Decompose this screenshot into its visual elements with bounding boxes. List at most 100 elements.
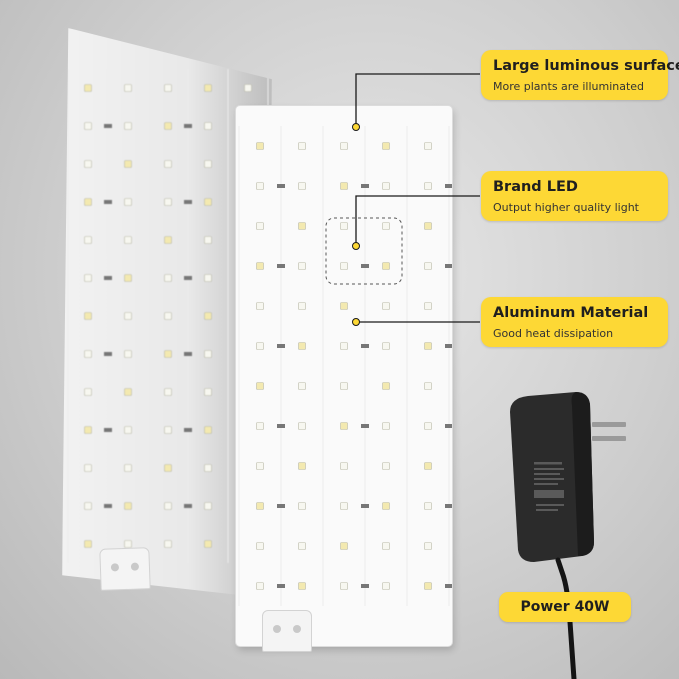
led-chip <box>424 142 432 150</box>
led-chip <box>204 274 212 282</box>
resistor-chip <box>277 584 285 588</box>
led-chip <box>424 502 432 510</box>
resistor-chip <box>445 344 452 348</box>
led-chip <box>164 540 172 548</box>
led-chip <box>244 84 252 92</box>
led-chip <box>84 502 92 510</box>
led-chip <box>204 426 212 434</box>
led-chip <box>204 540 212 548</box>
led-chip <box>164 84 172 92</box>
led-chip <box>84 426 92 434</box>
led-chip <box>298 502 306 510</box>
led-chip <box>340 222 348 230</box>
led-chip <box>256 262 264 270</box>
led-chip <box>84 122 92 130</box>
led-chip <box>298 422 306 430</box>
led-chip <box>256 342 264 350</box>
led-chip <box>382 262 390 270</box>
led-chip <box>164 160 172 168</box>
led-chip <box>84 350 92 358</box>
led-chip <box>204 198 212 206</box>
led-chip <box>298 142 306 150</box>
led-chip <box>424 462 432 470</box>
led-chip <box>164 122 172 130</box>
led-chip <box>298 542 306 550</box>
led-chip <box>84 540 92 548</box>
led-chip <box>382 142 390 150</box>
resistor-chip <box>184 276 192 280</box>
led-chip <box>256 182 264 190</box>
led-chip <box>84 236 92 244</box>
led-chip <box>382 462 390 470</box>
led-chip <box>298 462 306 470</box>
resistor-chip <box>361 344 369 348</box>
resistor-chip <box>104 200 112 204</box>
resistor-chip <box>184 352 192 356</box>
resistor-chip <box>445 184 452 188</box>
led-chip <box>256 582 264 590</box>
callout-aluminum-title: Aluminum Material <box>493 305 649 321</box>
resistor-chip <box>361 424 369 428</box>
led-chip <box>424 382 432 390</box>
resistor-chip <box>104 276 112 280</box>
led-chip <box>204 84 212 92</box>
led-chip <box>382 182 390 190</box>
resistor-chip <box>184 428 192 432</box>
led-chip <box>382 422 390 430</box>
led-chip <box>424 542 432 550</box>
resistor-chip <box>184 200 192 204</box>
led-chip <box>124 312 132 320</box>
callout-aluminum-subtitle: Good heat dissipation <box>493 327 614 340</box>
led-chip <box>124 122 132 130</box>
led-chip <box>382 542 390 550</box>
led-chip <box>256 222 264 230</box>
led-chip <box>164 426 172 434</box>
led-chip <box>84 464 92 472</box>
led-chip <box>204 312 212 320</box>
led-chip <box>298 302 306 310</box>
leader-surface <box>355 73 480 127</box>
callout-surface-title: Large luminous surface <box>493 58 679 74</box>
led-chip <box>340 262 348 270</box>
led-chip <box>298 182 306 190</box>
resistor-chip <box>445 584 452 588</box>
led-chip <box>256 142 264 150</box>
led-chip <box>84 312 92 320</box>
led-chip <box>340 582 348 590</box>
resistor-chip <box>277 264 285 268</box>
resistor-chip <box>184 124 192 128</box>
led-chip <box>164 502 172 510</box>
led-chip <box>298 342 306 350</box>
led-chip <box>424 342 432 350</box>
led-chip <box>84 388 92 396</box>
led-chip <box>164 312 172 320</box>
led-chip <box>204 122 212 130</box>
adapter-prong-top <box>592 422 626 427</box>
led-chip <box>164 464 172 472</box>
adapter-label <box>534 462 564 511</box>
resistor-chip <box>361 504 369 508</box>
front-mounting-tab <box>262 610 312 652</box>
power-adapter <box>510 392 626 679</box>
led-chip <box>382 582 390 590</box>
led-chip <box>256 502 264 510</box>
led-chip <box>340 142 348 150</box>
led-chip <box>340 462 348 470</box>
led-chip <box>256 462 264 470</box>
led-chip <box>298 382 306 390</box>
led-chip <box>124 388 132 396</box>
led-chip <box>424 222 432 230</box>
led-chip <box>124 84 132 92</box>
led-chip <box>340 302 348 310</box>
led-chip <box>340 422 348 430</box>
led-chip <box>256 422 264 430</box>
resistor-chip <box>104 124 112 128</box>
resistor-chip <box>361 184 369 188</box>
callout-led: Brand LED Output higher quality light <box>481 171 668 221</box>
led-chip <box>340 342 348 350</box>
led-chip <box>204 464 212 472</box>
led-chip <box>298 582 306 590</box>
resistor-chip <box>445 504 452 508</box>
led-chip <box>424 262 432 270</box>
